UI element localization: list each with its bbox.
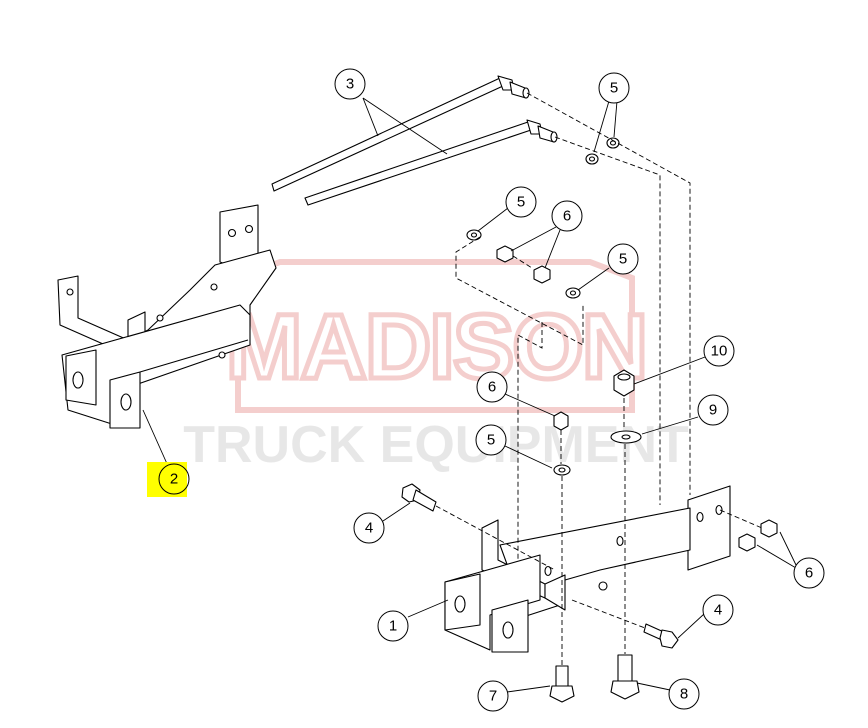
bolt-4-upper xyxy=(401,483,437,512)
nut-6-c xyxy=(553,411,569,431)
callout-10: 10 xyxy=(703,335,735,367)
callout-5-top: 5 xyxy=(598,72,630,104)
flat-washer-9 xyxy=(610,430,642,444)
svg-text:5: 5 xyxy=(487,432,495,449)
callout-2-highlight xyxy=(147,462,187,497)
callout-1: 1 xyxy=(377,610,409,642)
svg-text:1: 1 xyxy=(389,618,397,635)
washer-5-mid-b xyxy=(565,287,581,299)
main-bracket-part-1 xyxy=(444,485,731,653)
svg-text:2: 2 xyxy=(170,471,178,488)
callout-4-upper: 4 xyxy=(353,512,385,544)
svg-text:5: 5 xyxy=(610,80,618,97)
svg-text:9: 9 xyxy=(709,402,717,419)
callout-5-mid-right: 5 xyxy=(607,243,639,275)
bolt-8 xyxy=(610,654,640,700)
svg-text:3: 3 xyxy=(346,76,354,93)
svg-text:6: 6 xyxy=(805,565,813,582)
callout-4-lower: 4 xyxy=(702,594,734,626)
callout-6-mid: 6 xyxy=(551,200,583,232)
callout-7: 7 xyxy=(477,680,509,712)
svg-text:7: 7 xyxy=(489,688,497,705)
watermark-subtitle: TRUCK EQUIPMENT xyxy=(183,416,689,474)
callouts: 3 5 5 6 5 10 6 9 5 2 4 6 1 4 7 8 xyxy=(147,68,825,712)
rod-part-3 xyxy=(271,75,558,206)
washer-5-top-a xyxy=(585,153,599,165)
hardware xyxy=(401,137,778,703)
bolt-4-lower xyxy=(643,623,679,649)
assembly-lines xyxy=(435,92,763,665)
nut-6-b xyxy=(533,265,551,284)
svg-text:4: 4 xyxy=(365,520,373,537)
callout-2-highlighted: 2 xyxy=(147,462,190,497)
bolt-7 xyxy=(549,665,575,703)
washer-5-mid-a xyxy=(466,229,482,241)
nut-6-e xyxy=(738,533,756,552)
watermark-brand: MADISON xyxy=(226,296,646,398)
svg-text:6: 6 xyxy=(563,208,571,225)
nut-6-d xyxy=(760,519,778,538)
watermark-frame xyxy=(235,259,635,413)
svg-text:4: 4 xyxy=(714,602,722,619)
svg-text:5: 5 xyxy=(619,251,627,268)
lock-nut-10 xyxy=(613,369,635,397)
mount-bracket-part-2 xyxy=(57,204,277,429)
leader-lines xyxy=(142,97,797,693)
callout-9: 9 xyxy=(697,394,729,426)
washer-5-top-b xyxy=(606,137,620,149)
watermark: MADISON TRUCK EQUIPMENT xyxy=(183,259,689,474)
svg-text:8: 8 xyxy=(680,686,688,703)
svg-text:6: 6 xyxy=(488,379,496,396)
callout-8: 8 xyxy=(668,678,700,710)
callout-3: 3 xyxy=(334,68,366,100)
callout-6-right: 6 xyxy=(793,557,825,589)
callout-6-center: 6 xyxy=(476,371,508,403)
callout-5-low: 5 xyxy=(475,424,507,456)
callout-5-mid-left: 5 xyxy=(505,186,537,218)
svg-text:10: 10 xyxy=(711,343,728,360)
nut-6-a xyxy=(496,245,514,263)
svg-text:5: 5 xyxy=(517,194,525,211)
washer-5-low xyxy=(553,464,571,476)
